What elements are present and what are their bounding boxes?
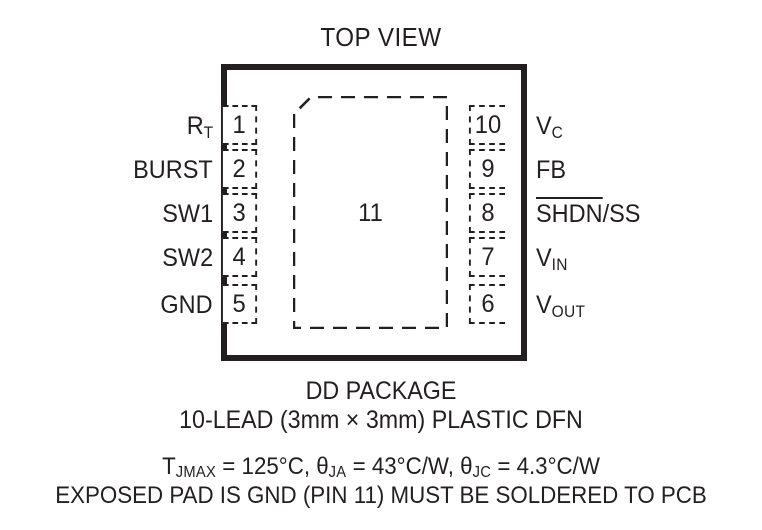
pin-label-shdn-ss: SHDN/SS xyxy=(536,197,641,228)
caption-thermal-specs: TJMAX = 125°C, θJA = 43°C/W, θJC = 4.3°C… xyxy=(27,452,736,484)
theta-ja-value: = 43°C/W, xyxy=(346,453,461,480)
pin-pad-10[interactable]: 10 xyxy=(468,105,506,145)
pin-label-vin: VIN xyxy=(536,244,568,275)
exposed-pad-outline: 11 xyxy=(293,96,448,329)
pin-label-rt-text: R xyxy=(186,112,204,140)
tj-symbol: T xyxy=(162,453,176,480)
pin-label-shdn-text: SHDN xyxy=(536,197,603,228)
pin-label-vout-text: V xyxy=(536,291,552,319)
pin-label-burst: BURST xyxy=(133,156,213,184)
pin-label-sw1-text: SW1 xyxy=(162,200,213,228)
pin-label-vin-text: V xyxy=(536,244,552,272)
theta-jc-value: = 4.3°C/W xyxy=(491,453,600,480)
caption-lead-description: 10-LEAD (3mm × 3mm) PLASTIC DFN xyxy=(179,406,583,434)
pin-pad-1[interactable]: 1 xyxy=(222,105,258,145)
pin-label-vc: VC xyxy=(536,112,563,143)
theta-ja-symbol: θ xyxy=(316,453,329,480)
theta-jc-symbol: θ xyxy=(460,453,473,480)
theta-ja-subscript: JA xyxy=(328,464,347,482)
pin-label-gnd: GND xyxy=(161,291,213,319)
caption-package-name: DD PACKAGE xyxy=(305,377,457,405)
pin-pad-2[interactable]: 2 xyxy=(222,149,258,189)
pin-label-burst-text: BURST xyxy=(133,156,213,184)
exposed-pad-number: 11 xyxy=(358,199,383,227)
caption-exposed-pad-note: EXPOSED PAD IS GND (PIN 11) MUST BE SOLD… xyxy=(55,482,707,509)
pin-label-rt: RT xyxy=(186,112,213,143)
tj-value: = 125°C, xyxy=(216,453,317,480)
pin-label-vin-subscript: IN xyxy=(551,255,568,274)
pin-pad-5[interactable]: 5 xyxy=(222,284,258,324)
pin-label-vc-text: V xyxy=(536,112,552,140)
pin-label-vout: VOUT xyxy=(536,291,585,322)
pin-label-vc-subscript: C xyxy=(551,123,564,142)
pin-label-sw1: SW1 xyxy=(162,200,213,228)
pin-pad-7[interactable]: 7 xyxy=(468,237,506,277)
pin-pad-6[interactable]: 6 xyxy=(468,284,506,324)
theta-jc-subscript: JC xyxy=(472,464,492,482)
pin-pad-3[interactable]: 3 xyxy=(222,193,258,233)
pin-label-ss-suffix: /SS xyxy=(602,200,641,228)
pin-pad-8[interactable]: 8 xyxy=(468,193,506,233)
pin-label-gnd-text: GND xyxy=(160,291,213,319)
pin-label-vout-subscript: OUT xyxy=(551,302,586,321)
pin-pad-4[interactable]: 4 xyxy=(222,237,258,277)
pin-label-sw2-text: SW2 xyxy=(162,244,213,272)
pin-pad-9[interactable]: 9 xyxy=(468,149,506,189)
pin-label-rt-subscript: T xyxy=(203,123,213,142)
pin-label-fb-text: FB xyxy=(536,156,567,184)
pin-label-sw2: SW2 xyxy=(162,244,213,272)
top-view-title: TOP VIEW xyxy=(320,22,442,52)
pin-label-fb: FB xyxy=(536,156,566,184)
tj-subscript: JMAX xyxy=(175,464,217,482)
